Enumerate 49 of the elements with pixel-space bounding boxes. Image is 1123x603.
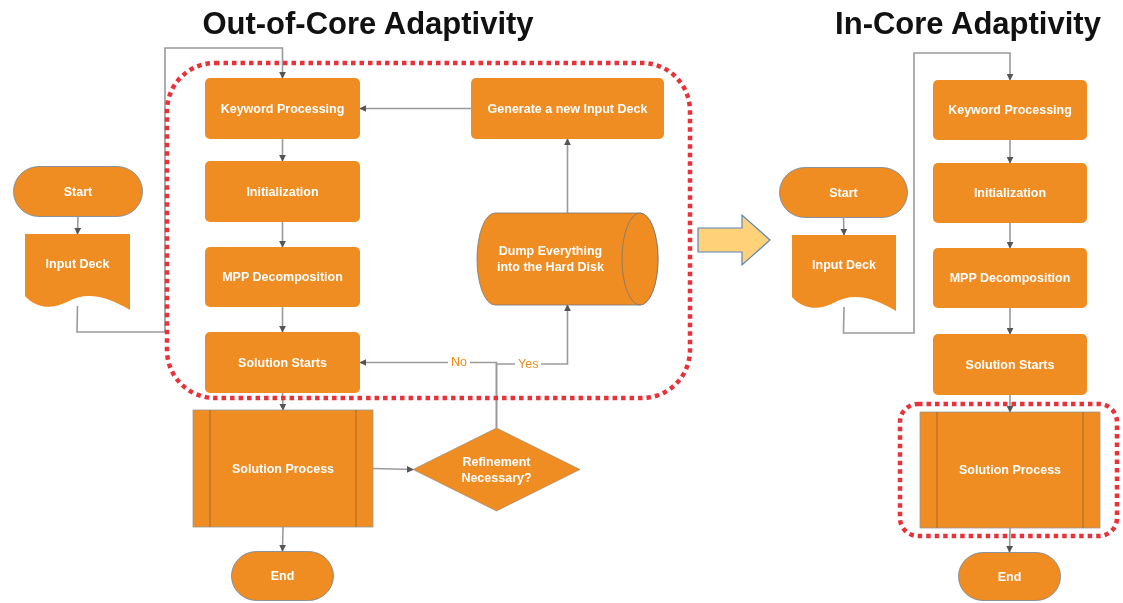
node-label: Refinement Necessary? [460,453,533,486]
arrow [1006,222,1014,249]
arrow [279,392,287,411]
process-box [205,78,360,139]
node-label: Keyword Processing [219,100,346,117]
node-label: Solution Process [957,462,1063,478]
node-label: End [996,568,1023,585]
process-box [933,334,1087,395]
node-label: Initialization [972,185,1048,201]
node-label: MPP Decomposition [221,269,344,285]
process-box [205,247,360,307]
node-label: Solution Starts [964,356,1056,373]
node-label: Solution Process [230,460,336,477]
arrow [1006,307,1014,335]
arrow [279,138,286,162]
node-label: Initialization [245,183,320,200]
node-label: Start [62,183,94,200]
process-box [205,332,360,393]
arrow [279,526,287,552]
process-box [933,163,1087,223]
node-label: Keyword Processing [947,102,1073,118]
arrow [1006,394,1014,413]
process-box [205,161,360,222]
node-label: MPP Decomposition [948,270,1072,286]
arrow [359,105,472,112]
arrow [74,216,82,235]
node-label: Dump Everything into the Hard Disk [496,243,605,275]
process-box [471,78,664,139]
arrow [564,138,571,214]
arrow [279,306,286,333]
node-label: Input Deck [44,256,111,272]
process-box [933,248,1087,308]
node-label: Input Deck [811,257,877,273]
node-label: End [269,568,296,584]
arrow [840,217,848,236]
node-label: Start [828,184,859,201]
arrow [842,52,1014,334]
edge-label: Yes [515,357,542,371]
section-title: Out-of-Core Adaptivity [202,6,534,42]
arrow [1006,527,1014,553]
edge-label: No [448,355,470,369]
node-label: Generate a new Input Deck [486,100,649,117]
arrow [372,465,414,473]
process-box [933,80,1087,140]
arrow [279,221,286,248]
node-label: Solution Starts [237,354,328,371]
section-title: In-Core Adaptivity [835,6,1101,42]
arrow [1006,139,1014,164]
arrow [76,47,286,333]
